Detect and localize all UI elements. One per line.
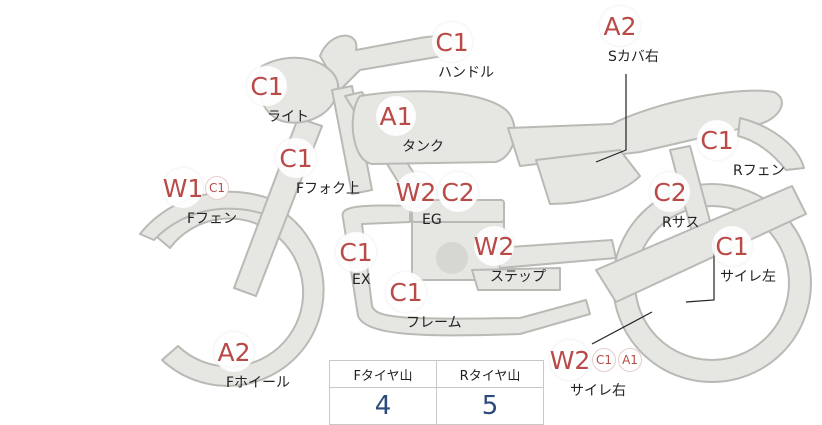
part-r-suspension[interactable]: C2 Rサス xyxy=(650,172,699,232)
part-light[interactable]: C1 ライト xyxy=(247,66,309,126)
grade-badge: W2 xyxy=(396,172,436,212)
part-label: サイレ左 xyxy=(720,269,776,285)
part-handle[interactable]: C1 ハンドル xyxy=(432,22,494,82)
table-row: 4 5 xyxy=(329,387,544,425)
grade-badge: A1 xyxy=(618,348,642,372)
part-label: ライト xyxy=(267,109,309,125)
part-label: ステップ xyxy=(490,269,546,285)
part-r-fender[interactable]: C1 Rフェン xyxy=(697,120,785,180)
grade-badge: C2 xyxy=(438,172,478,212)
part-f-wheel[interactable]: A2 Fホイール xyxy=(214,332,290,392)
part-label: タンク xyxy=(402,139,444,155)
leader-line-muffler-left xyxy=(685,240,715,303)
part-label: Fフォク上 xyxy=(296,181,361,197)
grade-badge: C1 xyxy=(247,66,287,106)
grade-badge: W1 xyxy=(163,168,203,208)
tire-tread-table: Fタイヤ山 Rタイヤ山 4 5 xyxy=(329,360,544,425)
grade-badge: C1 xyxy=(386,272,426,312)
f-tire-header: Fタイヤ山 xyxy=(329,360,437,388)
part-label: EG xyxy=(422,212,442,228)
part-tank[interactable]: A1 タンク xyxy=(376,96,444,156)
part-label: Fフェン xyxy=(187,211,238,227)
grade-badge: C1 xyxy=(592,348,616,372)
part-exhaust[interactable]: C1 EX xyxy=(336,232,376,288)
leader-line-s-cover xyxy=(595,74,627,163)
leader-line-muffler-right xyxy=(591,311,653,345)
part-s-cover-right[interactable]: A2 Sカバ右 xyxy=(600,6,659,66)
grade-badge: A2 xyxy=(600,6,640,46)
grade-badge: A2 xyxy=(214,332,254,372)
part-label: サイレ右 xyxy=(570,383,626,399)
frame-shape xyxy=(331,85,373,195)
part-label: Rフェン xyxy=(733,163,785,179)
part-label: Rサス xyxy=(662,215,700,231)
grade-badge: A1 xyxy=(376,96,416,136)
r-tire-value: 5 xyxy=(436,387,544,425)
grade-badge: W2 xyxy=(550,340,590,380)
grade-badge: W2 xyxy=(474,226,514,266)
part-label: フレーム xyxy=(406,315,462,331)
part-label: ハンドル xyxy=(438,65,494,81)
part-muffler-left[interactable]: C1 サイレ左 xyxy=(712,226,776,286)
part-step[interactable]: W2 ステップ xyxy=(474,226,546,286)
grade-badge: C1 xyxy=(712,226,752,266)
grade-badge: C1 xyxy=(432,22,472,62)
seat-shape xyxy=(507,89,783,167)
grade-badge: C1 xyxy=(697,120,737,160)
f-tire-value: 4 xyxy=(329,387,437,425)
part-f-fork-upper[interactable]: C1 Fフォク上 xyxy=(276,138,360,198)
rear-fender-shape xyxy=(737,117,805,171)
grade-badge: C1 xyxy=(276,138,316,178)
grade-badge: C1 xyxy=(205,176,229,200)
exhaust-shape xyxy=(341,204,591,337)
part-label: EX xyxy=(352,272,371,288)
muffler-shape xyxy=(595,185,807,303)
r-tire-header: Rタイヤ山 xyxy=(436,360,544,388)
side-cover-shape xyxy=(535,149,641,205)
part-frame[interactable]: C1 フレーム xyxy=(386,272,462,332)
grade-badge: C1 xyxy=(336,232,376,272)
part-label: Sカバ右 xyxy=(608,49,659,65)
grade-badge: C2 xyxy=(650,172,690,212)
part-label: Fホイール xyxy=(226,375,291,391)
table-header-row: Fタイヤ山 Rタイヤ山 xyxy=(329,360,544,388)
